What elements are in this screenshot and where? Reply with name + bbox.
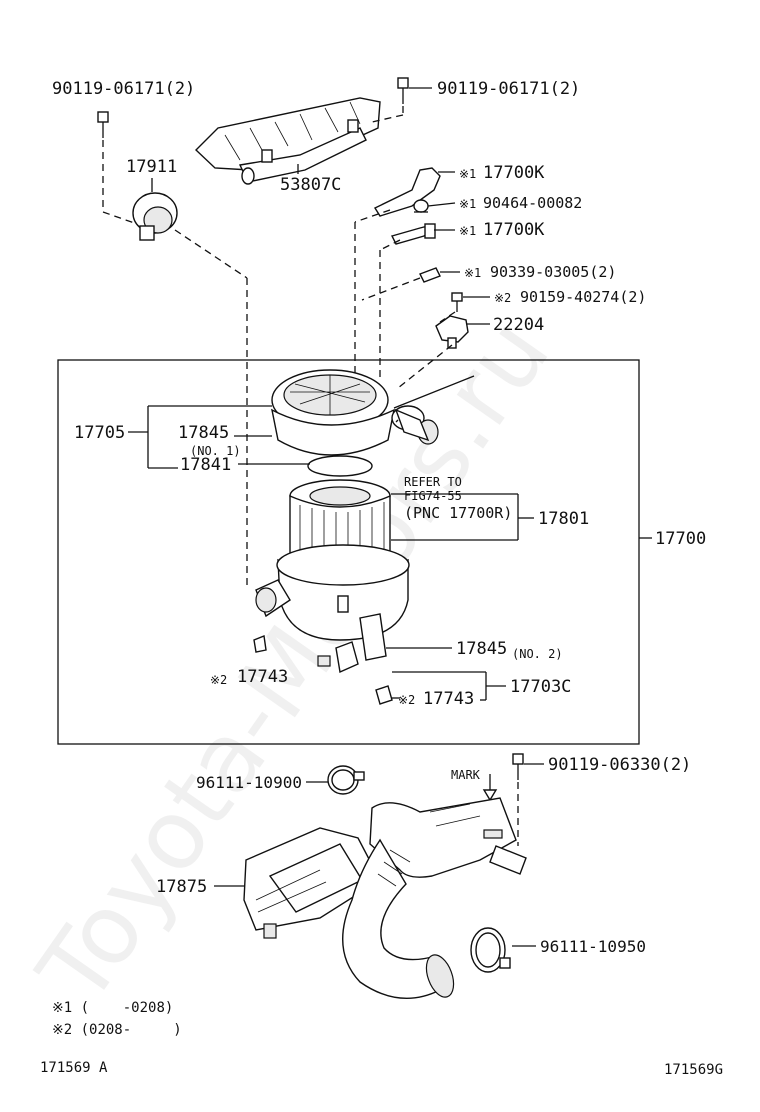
part-90339-icon [419,267,441,283]
bolt-top-left-icon [97,111,109,138]
callout-17845-no2: 17845 [456,639,507,659]
screw-90159-icon [451,292,463,312]
marker-1-17700K-b: ※1 [459,224,476,238]
callout-17700K-b: 17700K [483,220,545,240]
footer-right-code: 171569G [664,1062,723,1078]
bolt-top-right-icon [397,77,409,104]
air-cleaner-case-icon [255,544,410,674]
hose-clamp-96111-10950-icon [470,927,511,973]
marker-2-17743-a: ※2 [210,673,227,687]
callout-90464: 90464-00082 [483,194,582,212]
part-17911-icon [132,192,178,241]
callout-22204: 22204 [493,315,544,335]
marker-2-90159: ※2 [494,291,511,305]
refer-line-3: (PNC 17700R) [404,504,512,522]
refer-line-1: REFER TO [404,475,462,489]
callout-17801: 17801 [538,509,589,529]
intake-hose-icon [342,797,527,1000]
hose-clamp-96111-10900-icon [327,765,365,795]
callout-17841: 17841 [180,455,231,475]
callout-bolt-90119-06330: 90119-06330(2) [548,755,691,775]
callout-17743-b: 17743 [423,689,474,709]
callout-17911: 17911 [126,157,177,177]
note-1: ※1 ( -0208) [52,1000,173,1016]
assembly-frame [57,359,640,745]
mark-label: MARK [451,768,481,782]
callout-17700K-a: 17700K [483,163,545,183]
callout-17743-a: 17743 [237,667,288,687]
callout-17845-no2-note: (NO. 2) [512,647,563,661]
callout-17845-no1-note: (NO. 1) [190,444,241,458]
callout-17703C: 17703C [510,677,571,697]
resonator-17875-icon [243,827,381,939]
callout-17700: 17700 [655,529,706,549]
callout-53807C: 53807C [280,175,341,195]
marker-2-17743-b: ※2 [398,693,415,707]
part-17705-cap-icon [271,369,439,456]
mark-arrow-icon [482,774,498,802]
callout-90159: 90159-40274(2) [520,288,646,306]
marker-1-90464: ※1 [459,197,476,211]
callout-96111-10900: 96111-10900 [196,773,302,792]
marker-1-90339: ※1 [464,266,481,280]
clip-17743-a-icon [253,635,267,653]
marker-1-17700K-a: ※1 [459,167,476,181]
part-17841-seal-icon [307,455,373,477]
bolt-90119-06330-icon [512,753,524,780]
part-17700K-hose-b-icon [390,223,436,245]
callout-17705: 17705 [74,423,125,443]
clip-17743-b-icon [375,685,393,705]
part-53807C-icon [194,97,381,185]
callout-bolt-top-right: 90119-06171(2) [437,79,580,99]
callout-90339: 90339-03005(2) [490,263,616,281]
clip-90464-icon [413,199,429,213]
callout-17845-no1: 17845 [178,423,229,443]
note-2: ※2 (0208- ) [52,1022,182,1038]
callout-96111-10950: 96111-10950 [540,937,646,956]
part-17700K-hose-a-icon [373,167,441,217]
callout-17875: 17875 [156,877,207,897]
refer-line-2: FIG74-55 [404,489,462,503]
footer-left-code: 171569 A [40,1060,108,1076]
callout-bolt-top-left: 90119-06171(2) [52,79,195,99]
